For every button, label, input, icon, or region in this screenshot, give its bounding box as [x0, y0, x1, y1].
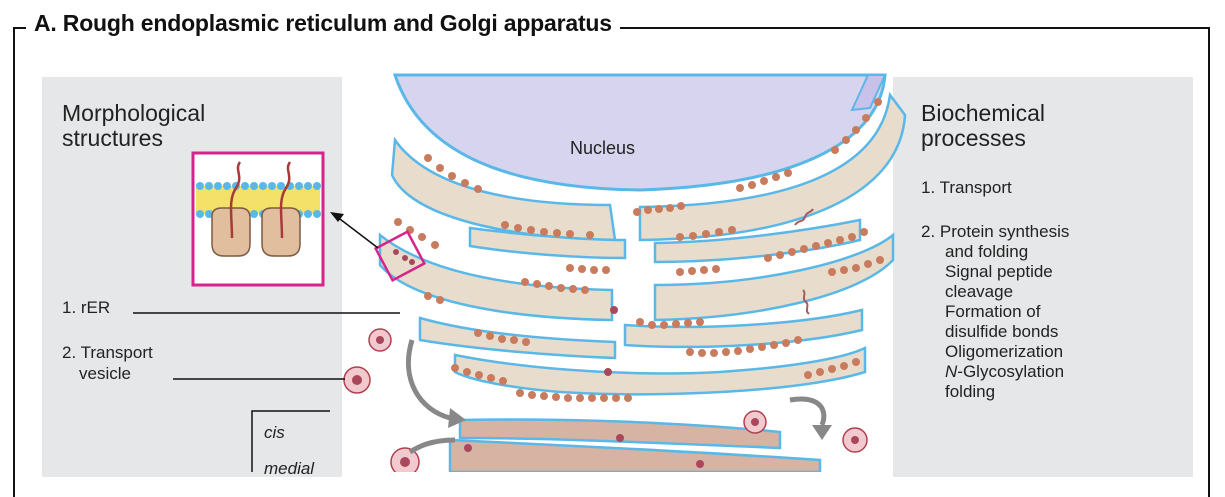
inset-pointer	[335, 215, 379, 249]
transport-arrows	[405, 339, 827, 455]
biochemical-heading-2: processes	[921, 125, 1026, 151]
process-transport: 1. Transport	[921, 178, 1012, 197]
golgi-cisterna-2	[448, 438, 822, 472]
rer-cisterna-4	[453, 346, 867, 396]
process-line-rest: -Glycosylation	[957, 362, 1065, 381]
process-line: folding	[945, 382, 996, 401]
process-line: N-Glycosylation	[945, 362, 1065, 381]
morphological-heading-1: Morphological	[62, 100, 206, 126]
biochemical-heading-1: Biochemical	[921, 100, 1045, 126]
process-line: 2. Protein synthesis	[921, 222, 1070, 241]
rer-cisterna-1	[378, 232, 614, 322]
figure-title: A. Rough endoplasmic reticulum and Golgi…	[26, 8, 620, 38]
rer-cisterna-3-right	[623, 308, 864, 349]
rer-cisterna-3	[418, 316, 617, 360]
process-line: cleavage	[945, 282, 1014, 301]
zoom-box	[373, 229, 427, 283]
label-medial: medial	[264, 459, 315, 478]
process-protein-synthesis: 2. Protein synthesis and folding Signal …	[921, 222, 1069, 402]
peptide-chains	[229, 161, 292, 239]
process-line: disulfide bonds	[945, 322, 1059, 341]
rer-cisterna-2-right	[653, 218, 862, 264]
process-line: Oligomerization	[945, 342, 1064, 361]
nucleus-pore-blob	[850, 74, 887, 112]
label-cis: cis	[264, 423, 285, 442]
transport-vesicles	[343, 328, 868, 472]
process-line: Signal peptide	[945, 262, 1053, 281]
rer-cisterna-1-right	[653, 232, 895, 322]
nucleus	[392, 73, 887, 192]
biochemical-panel	[893, 77, 1193, 477]
label-rer: 1. rER	[62, 298, 111, 317]
label-transport-1: 2. Transport	[62, 343, 153, 362]
nuclear-envelope-right	[638, 91, 907, 242]
morphological-heading-2: structures	[62, 125, 163, 151]
golgi-bracket	[251, 410, 330, 472]
process-line: and folding	[945, 242, 1029, 261]
rer-cisterna-2	[468, 226, 627, 260]
vesicle-cargo	[352, 306, 859, 468]
arrow-heads	[448, 408, 832, 440]
er-golgi-diagram	[133, 73, 907, 472]
inset-pointer-head	[330, 212, 344, 222]
zoom-box-proteins	[393, 249, 415, 265]
ribosomes	[394, 98, 884, 402]
label-transport-2: vesicle	[79, 364, 131, 383]
golgi-cisterna-1	[458, 418, 782, 450]
nucleus-label: Nucleus	[570, 138, 636, 158]
nascent-proteins	[794, 208, 814, 315]
process-line: Formation of	[945, 302, 1041, 321]
